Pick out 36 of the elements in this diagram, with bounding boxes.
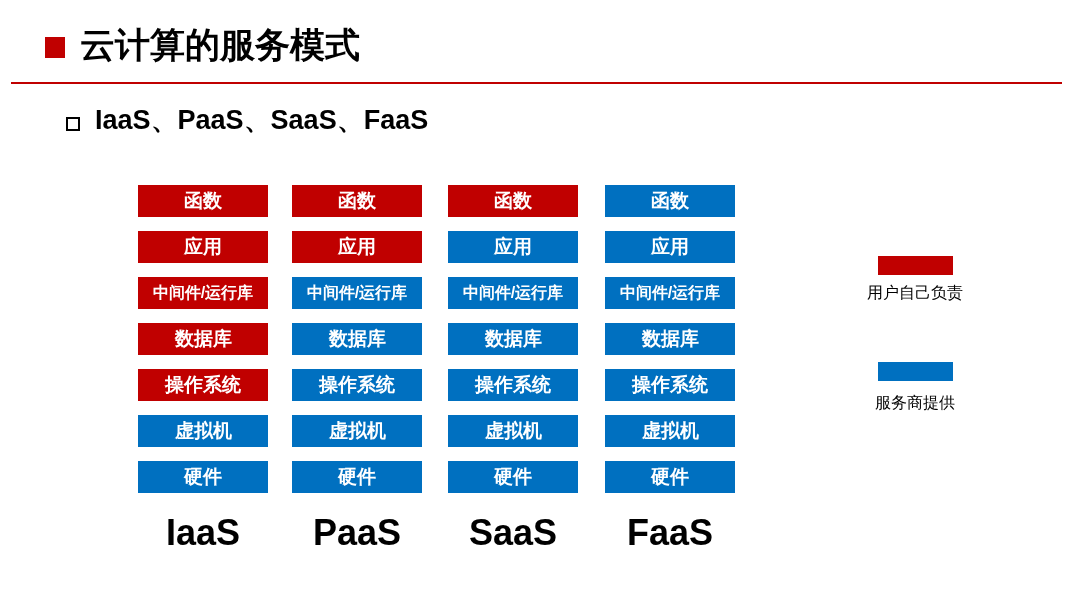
layer-box: 应用	[292, 231, 422, 263]
legend-label: 用户自己负责	[867, 284, 963, 302]
layer-box: 中间件/运行库	[292, 277, 422, 309]
layer-box: 应用	[605, 231, 735, 263]
layer-box: 硬件	[448, 461, 578, 493]
column-label: IaaS	[165, 513, 241, 553]
layer-box: 虚拟机	[292, 415, 422, 447]
layer-box: 数据库	[605, 323, 735, 355]
layer-box: 操作系统	[605, 369, 735, 401]
layer-box: 操作系统	[292, 369, 422, 401]
legend-label: 服务商提供	[875, 394, 955, 412]
subtitle: IaaS、PaaS、SaaS、FaaS	[95, 106, 429, 136]
layer-box: 数据库	[138, 323, 268, 355]
layer-box: 数据库	[448, 323, 578, 355]
column-label: FaaS	[627, 513, 713, 553]
layer-box: 硬件	[292, 461, 422, 493]
layer-box: 虚拟机	[138, 415, 268, 447]
layer-box: 中间件/运行库	[448, 277, 578, 309]
layer-box: 函数	[138, 185, 268, 217]
layer-box: 硬件	[138, 461, 268, 493]
column-label: PaaS	[312, 513, 402, 553]
layer-box: 函数	[605, 185, 735, 217]
layer-box: 虚拟机	[448, 415, 578, 447]
layer-box: 虚拟机	[605, 415, 735, 447]
layer-box: 硬件	[605, 461, 735, 493]
layer-box: 应用	[138, 231, 268, 263]
layer-box: 操作系统	[448, 369, 578, 401]
layer-box: 应用	[448, 231, 578, 263]
layer-box: 中间件/运行库	[138, 277, 268, 309]
title: 云计算的服务模式	[80, 26, 360, 65]
layer-box: 函数	[448, 185, 578, 217]
layer-box: 中间件/运行库	[605, 277, 735, 309]
column-label: SaaS	[468, 513, 558, 553]
layer-box: 操作系统	[138, 369, 268, 401]
layer-box: 数据库	[292, 323, 422, 355]
layer-box: 函数	[292, 185, 422, 217]
